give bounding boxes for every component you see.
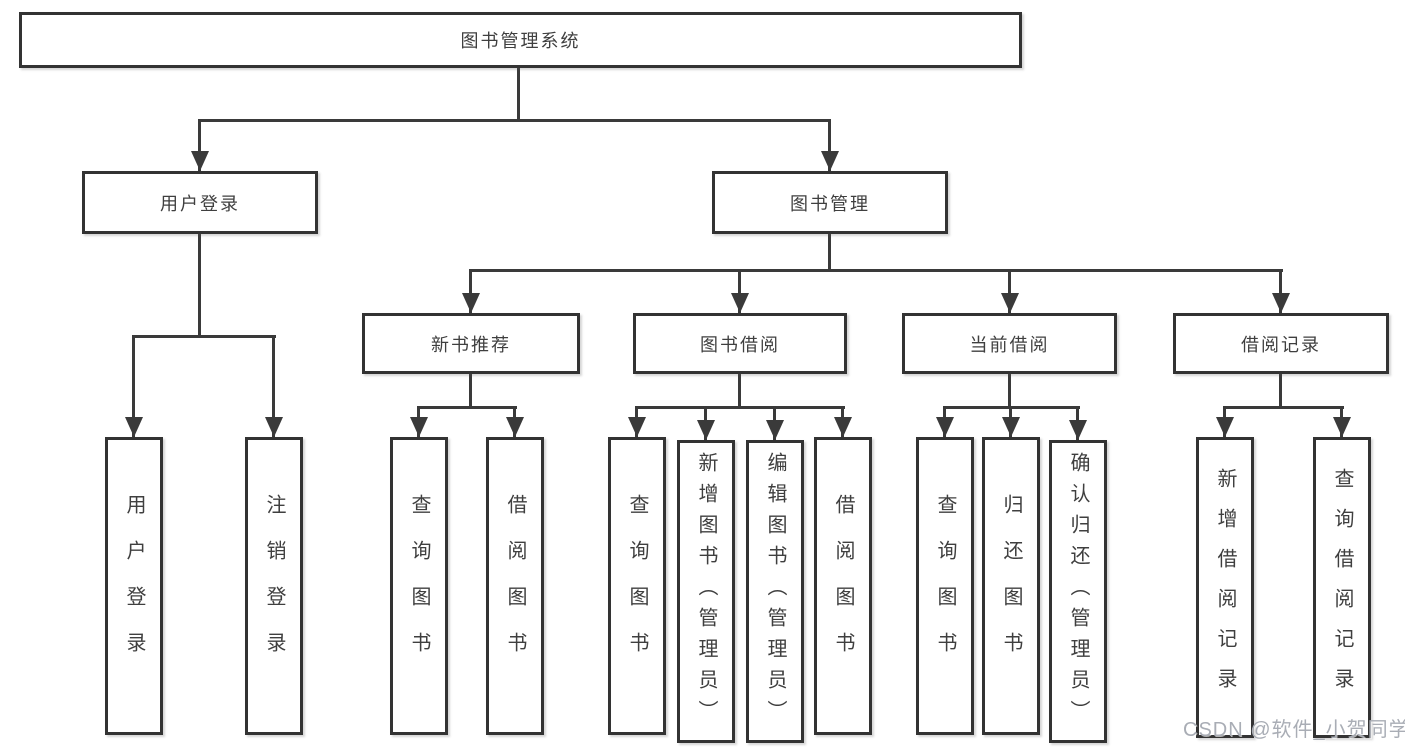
- arrow-down-leaf: [409, 408, 428, 437]
- connector-new-books-hline: [417, 406, 517, 409]
- connector-book-borrow-hline: [635, 406, 845, 409]
- node-label: 确认归还（管理员）: [1067, 452, 1089, 731]
- connector-root-stub: [517, 68, 520, 120]
- watermark: CSDN @软件_小贺同学: [1183, 719, 1405, 741]
- arrow-down-to-new-books: [461, 270, 480, 313]
- node-label: 查询图书: [934, 494, 956, 678]
- node-label: 借阅图书: [504, 494, 526, 678]
- node-leaf-borrow-books-2: 借阅图书: [814, 437, 872, 735]
- node-label: 查询图书: [626, 494, 648, 678]
- node-borrow-records: 借阅记录: [1173, 313, 1389, 374]
- arrow-down-leaf: [696, 408, 715, 440]
- node-label: 当前借阅: [969, 334, 1050, 355]
- arrow-down-leaf: [505, 408, 524, 437]
- arrow-down-to-book-mgmt: [820, 120, 839, 171]
- node-label: 归还图书: [1000, 494, 1022, 678]
- arrow-down-leaf: [1215, 408, 1234, 437]
- connector-borrow-records-hline: [1223, 406, 1344, 409]
- node-label: 编辑图书（管理员）: [764, 452, 786, 731]
- arrow-down-to-login: [124, 337, 143, 437]
- arrow-down-to-book-borrow: [730, 270, 749, 313]
- arrow-down-to-borrow-records: [1271, 270, 1290, 313]
- connector-user-login-stub: [198, 234, 201, 337]
- arrow-down-to-user-login: [190, 120, 209, 171]
- node-label: 查询借阅记录: [1331, 467, 1353, 708]
- node-leaf-confirm-return-admin: 确认归还（管理员）: [1049, 440, 1107, 743]
- node-leaf-query-books-3: 查询图书: [916, 437, 974, 735]
- node-leaf-add-borrow-record: 新增借阅记录: [1196, 437, 1254, 738]
- connector-current-borrow-stub: [1008, 374, 1011, 408]
- connector-level2-hline: [469, 269, 1283, 272]
- node-book-borrow: 图书借阅: [633, 313, 847, 374]
- connector-borrow-records-stub: [1279, 374, 1282, 408]
- arrow-down-leaf: [1001, 408, 1020, 437]
- node-leaf-query-books-2: 查询图书: [608, 437, 666, 735]
- arrow-down-leaf: [935, 408, 954, 437]
- node-new-books: 新书推荐: [362, 313, 580, 374]
- node-user-login: 用户登录: [82, 171, 318, 234]
- node-label: 借阅图书: [832, 494, 854, 678]
- node-root: 图书管理系统: [19, 12, 1022, 68]
- connector-book-borrow-stub: [738, 374, 741, 408]
- node-label: 注销登录: [263, 494, 285, 678]
- connector-new-books-stub: [469, 374, 472, 408]
- node-label: 新增借阅记录: [1214, 467, 1236, 708]
- node-label: 图书借阅: [700, 334, 780, 355]
- node-leaf-borrow-books-1: 借阅图书: [486, 437, 544, 735]
- arrow-down-leaf: [833, 408, 852, 437]
- arrow-down-leaf: [627, 408, 646, 437]
- node-current-borrow: 当前借阅: [902, 313, 1117, 374]
- node-leaf-login: 用户登录: [105, 437, 163, 735]
- node-leaf-return-books: 归还图书: [982, 437, 1040, 735]
- arrow-down-to-logout: [264, 337, 283, 437]
- node-label: 新增图书（管理员）: [695, 452, 717, 731]
- node-label: 新书推荐: [431, 334, 511, 355]
- node-label: 用户登录: [160, 193, 240, 214]
- node-leaf-add-books-admin: 新增图书（管理员）: [677, 440, 735, 743]
- arrow-down-leaf: [1332, 408, 1351, 437]
- node-label: 借阅记录: [1241, 334, 1321, 355]
- node-label: 图书管理系统: [460, 31, 581, 51]
- node-leaf-logout: 注销登录: [245, 437, 303, 735]
- arrow-down-leaf: [765, 408, 784, 440]
- connector-book-mgmt-stub: [828, 234, 831, 271]
- node-label: 查询图书: [408, 494, 430, 678]
- arrow-down-leaf: [1068, 408, 1087, 440]
- node-book-mgmt: 图书管理: [712, 171, 948, 234]
- node-leaf-query-borrow-record: 查询借阅记录: [1313, 437, 1371, 738]
- arrow-down-to-current-borrow: [1000, 270, 1019, 313]
- node-label: 用户登录: [123, 494, 145, 678]
- connector-level1-hline: [198, 119, 831, 122]
- node-label: 图书管理: [790, 193, 870, 214]
- connector-user-login-hline: [132, 335, 276, 338]
- node-leaf-edit-books-admin: 编辑图书（管理员）: [746, 440, 804, 743]
- node-leaf-query-books-1: 查询图书: [390, 437, 448, 735]
- connector-current-borrow-hline: [943, 406, 1080, 409]
